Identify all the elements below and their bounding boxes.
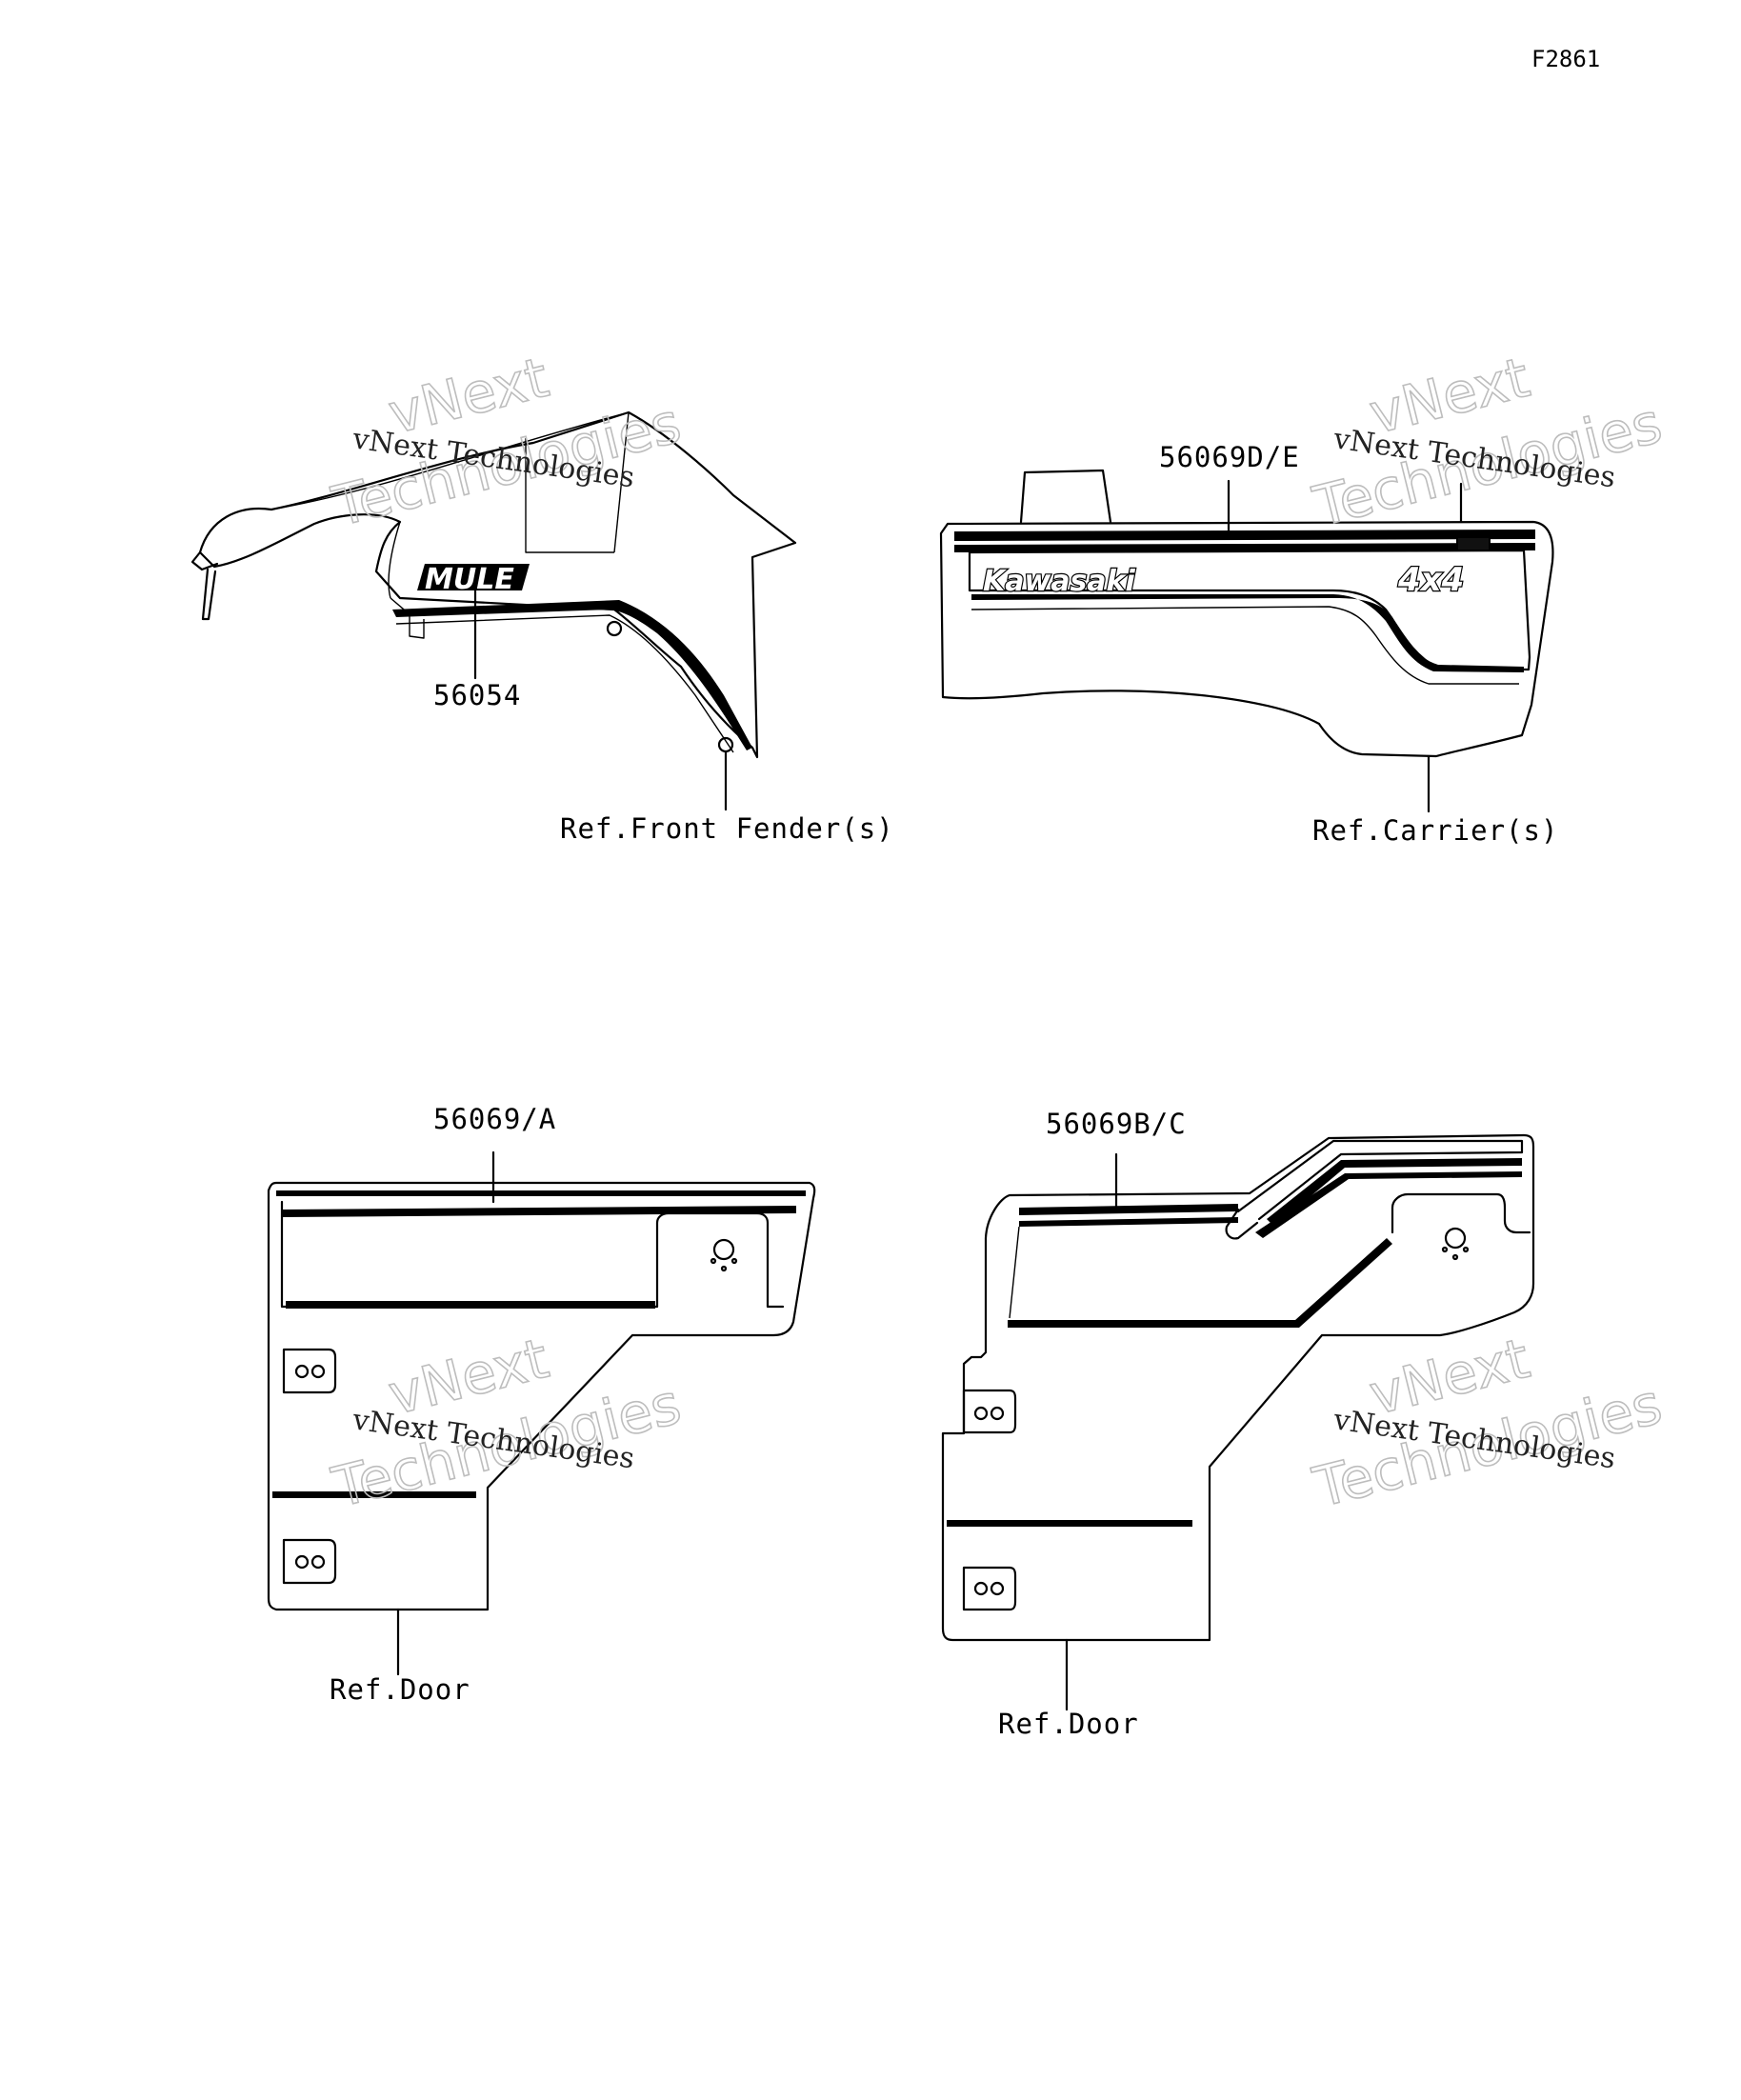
figure-code: F2861	[1531, 46, 1600, 72]
part-number-56069-a: 56069/A	[433, 1103, 556, 1135]
ref-carrier-label: Ref.Carrier(s)	[1312, 814, 1558, 847]
door-right-panel: 56069B/C Ref.Door	[941, 1108, 1535, 1740]
mule-decal-text: MULE	[425, 563, 514, 596]
door-lock-icon	[1444, 1227, 1467, 1250]
part-number-56054: 56054	[433, 679, 521, 711]
hinge-icon	[282, 1348, 337, 1394]
carrier-emblem	[1456, 536, 1491, 551]
front-fender-panel: MULE 56054 Ref.Front Fender(s)	[190, 410, 894, 845]
kawasaki-logo-text: Kawasaki	[983, 565, 1136, 598]
carrier-panel: Kawasaki 4x4 56069D/E Ref.Carrier(s)	[939, 441, 1558, 847]
front-fender-outline	[198, 410, 797, 759]
ref-door-right-label: Ref.Door	[998, 1708, 1139, 1740]
watermark: vNext Technologies vNext Technologies	[1306, 344, 1669, 540]
door-left-outline	[267, 1181, 816, 1611]
watermark: vNext Technologies vNext Technologies	[325, 1325, 688, 1521]
part-number-56069b-c: 56069B/C	[1046, 1108, 1187, 1140]
carrier-outline	[939, 520, 1554, 758]
door-right-outline	[941, 1133, 1535, 1642]
mule-decal: MULE	[417, 562, 530, 598]
watermark: vNext Technologies vNext Technologies	[1306, 1325, 1669, 1521]
part-number-56069d-e: 56069D/E	[1159, 441, 1300, 473]
door-lock-icon	[712, 1238, 735, 1261]
hinge-icon	[282, 1538, 337, 1585]
ref-front-fender-label: Ref.Front Fender(s)	[560, 812, 894, 845]
door-left-panel: 56069/A Ref.Door	[267, 1103, 816, 1706]
4x4-badge-text: 4x4	[1397, 561, 1464, 599]
fender-bolt-hole	[606, 620, 623, 637]
ref-door-left-label: Ref.Door	[330, 1673, 470, 1706]
hinge-icon	[962, 1389, 1017, 1434]
hinge-icon	[962, 1566, 1017, 1611]
watermark: vNext Technologies vNext Technologies	[325, 344, 688, 540]
